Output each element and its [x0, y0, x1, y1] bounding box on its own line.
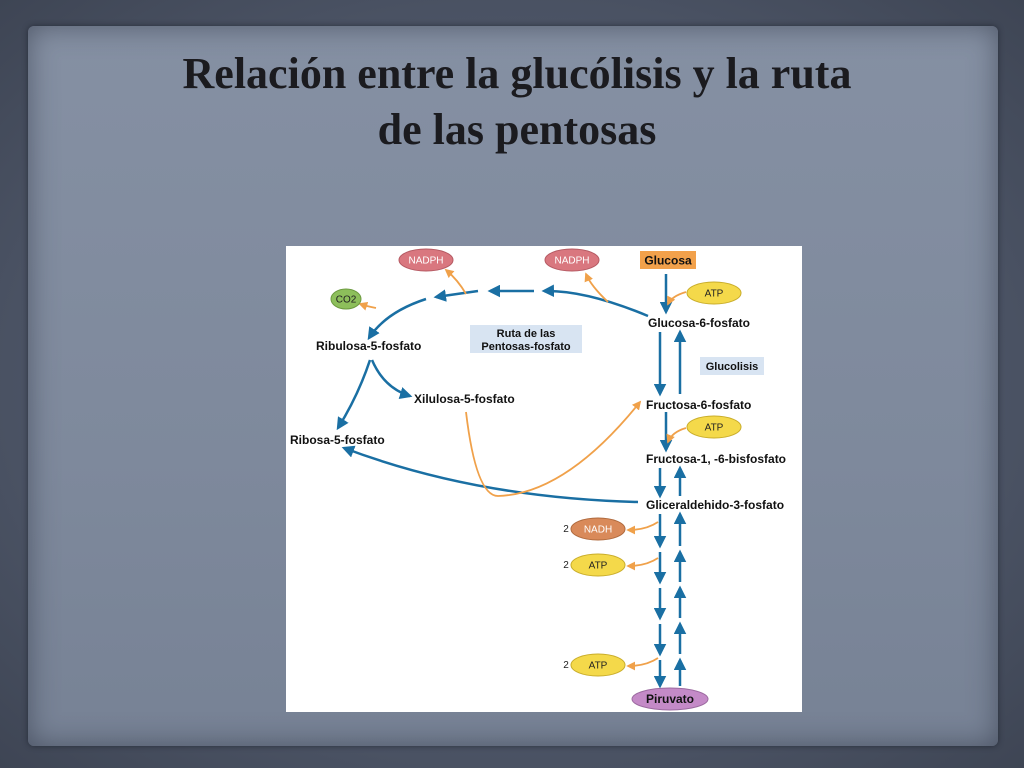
node-piruvato: Piruvato — [631, 687, 709, 711]
piruvato-label: Piruvato — [646, 692, 694, 706]
cofactor-nadh: 2 NADH — [563, 517, 626, 541]
arrow-nadh — [626, 521, 659, 535]
atp-coefficient-3: 2 — [563, 560, 569, 571]
arrow-g6p-to-pentose-top — [541, 284, 649, 318]
arrow-ribulose-to-ribosa — [336, 359, 372, 431]
atp-label-4: ATP — [589, 661, 608, 672]
pathway-svg: NADPH NADPH CO2 ATP ATP 2 NADH 2 ATP 2 A… — [290, 248, 786, 711]
atp-label-3: ATP — [589, 561, 608, 572]
cofactor-atp-4: 2 ATP — [563, 653, 626, 677]
node-ribosa-5-fosfato: Ribosa-5-fosfato — [290, 433, 385, 447]
arrow-co2 — [358, 302, 377, 311]
arrow-atp-3 — [626, 557, 659, 571]
node-ribulosa-5-fosfato: Ribulosa-5-fosfato — [316, 339, 421, 353]
arrow-ribulose-to-xilulose — [370, 359, 413, 400]
cofactor-arrows — [358, 268, 687, 671]
slide-title: Relación entre la glucólisis y la ruta d… — [182, 49, 852, 154]
cofactor-atp-1: ATP — [686, 281, 742, 305]
atp-label-2: ATP — [705, 423, 724, 434]
atp-label-1: ATP — [705, 289, 724, 300]
node-gliceraldehido-3-fosfato: Gliceraldehido-3-fosfato — [646, 498, 784, 512]
arrow-atp-2 — [666, 427, 687, 444]
label-glucolisis: Glucolisis — [700, 357, 764, 375]
node-fructosa-6-fosfato: Fructosa-6-fosfato — [646, 398, 751, 412]
arrow-nadph-2 — [584, 272, 609, 303]
arrow-pentose-top-2 — [433, 289, 479, 302]
glycolysis-arrows — [653, 274, 687, 689]
arrow-gliceraldehido-to-ribosa — [341, 445, 639, 504]
nadh-coefficient: 2 — [563, 524, 569, 535]
node-glucosa: Glucosa — [640, 251, 696, 269]
atp-coefficient-4: 2 — [563, 660, 569, 671]
node-xilulosa-5-fosfato: Xilulosa-5-fosfato — [414, 392, 515, 406]
glucolisis-label: Glucolisis — [706, 361, 759, 373]
cofactor-co2: CO2 — [330, 288, 362, 310]
nadph-label-2: NADPH — [554, 256, 589, 267]
co2-label: CO2 — [336, 295, 357, 306]
pathway-diagram: NADPH NADPH CO2 ATP ATP 2 NADH 2 ATP 2 A… — [286, 246, 802, 712]
arrow-atp-1 — [667, 291, 687, 306]
ruta-label-line-2: Pentosas-fosfato — [481, 341, 571, 353]
cofactor-atp-2: ATP — [686, 415, 742, 439]
label-ruta-pentosas: Ruta de las Pentosas-fosfato — [470, 325, 582, 353]
cofactor-atp-3: 2 ATP — [563, 553, 626, 577]
cofactor-nadph-1: NADPH — [398, 248, 454, 272]
arrow-xilulose-f6p — [465, 400, 642, 497]
ruta-label-line-1: Ruta de las — [497, 328, 556, 340]
arrow-nadph-1 — [444, 268, 467, 295]
node-fructosa-1-6-bisfosfato: Fructosa-1, -6-bisfosfato — [646, 452, 786, 466]
nadh-label: NADH — [584, 525, 612, 536]
arrow-atp-4 — [626, 657, 659, 671]
nadph-label-1: NADPH — [408, 256, 443, 267]
cofactor-nadph-2: NADPH — [544, 248, 600, 272]
glucosa-label: Glucosa — [644, 254, 692, 268]
pentose-arrows — [336, 284, 649, 504]
arrow-pentose-to-ribulose — [367, 297, 427, 341]
node-glucosa-6-fosfato: Glucosa-6-fosfato — [648, 316, 750, 330]
